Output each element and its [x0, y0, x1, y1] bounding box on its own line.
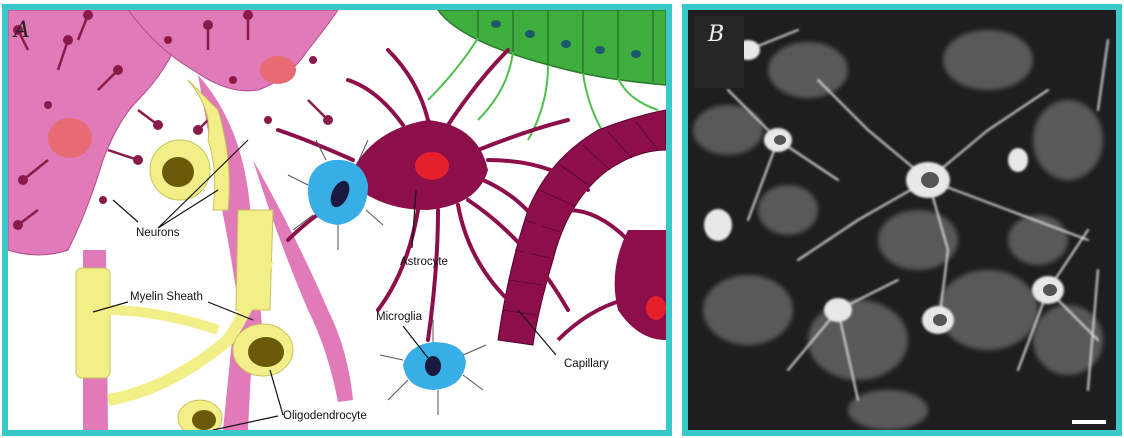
illustration-panel: A: [2, 4, 672, 436]
scale-bar: [1072, 420, 1106, 424]
astrocyte-micrograph: [688, 10, 1116, 430]
label-microglia: Microglia: [376, 311, 423, 323]
label-neurons: Neurons: [136, 227, 180, 239]
label-capillary: Capillary: [564, 358, 609, 370]
label-astrocyte: Astrocyte: [400, 256, 448, 268]
panel-letter-b: B: [708, 22, 724, 47]
label-myelin-sheath: Myelin Sheath: [130, 291, 203, 303]
glial-cells-illustration: Neurons Myelin Sheath Astrocyte Microgli…: [8, 10, 666, 430]
panel-letter-a: A: [14, 18, 30, 43]
label-oligodendrocyte: Oligodendrocyte: [283, 410, 367, 422]
micrograph-panel: B: [682, 4, 1122, 436]
